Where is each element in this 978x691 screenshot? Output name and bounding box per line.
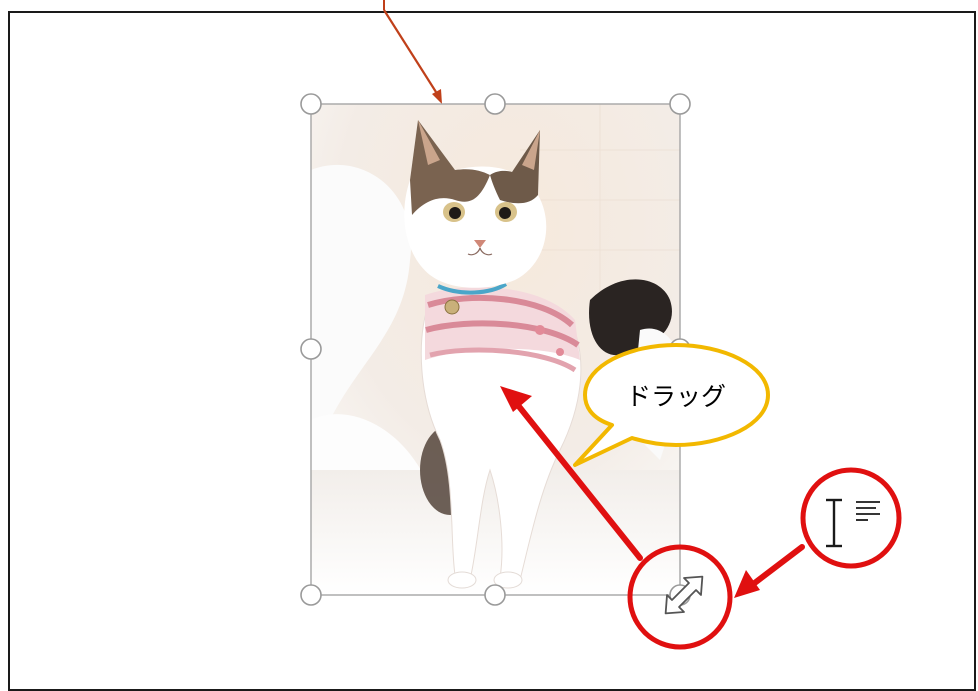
text-cursor-highlight xyxy=(800,467,902,569)
resize-handle-top-right[interactable] xyxy=(669,93,691,115)
text-lines-icon xyxy=(856,501,880,521)
drag-callout-text: ドラッグ xyxy=(626,383,726,411)
top-pointer-arrow xyxy=(383,0,442,104)
diagonal-resize-cursor-icon xyxy=(664,575,704,615)
resize-handle-bottom-left[interactable] xyxy=(300,584,322,606)
cursor-change-arrow xyxy=(734,544,805,598)
drag-callout: ドラッグ xyxy=(573,343,770,467)
resize-handle-bottom-center[interactable] xyxy=(484,584,506,606)
resize-cursor-highlight xyxy=(627,544,733,650)
resize-handle-top-center[interactable] xyxy=(484,93,506,115)
i-beam-cursor-icon xyxy=(826,498,842,548)
cat-sweater xyxy=(425,287,580,373)
cat-photo[interactable] xyxy=(311,104,683,595)
resize-handle-top-left[interactable] xyxy=(300,93,322,115)
resize-handle-middle-left[interactable] xyxy=(300,338,322,360)
drag-direction-arrow xyxy=(500,386,643,561)
